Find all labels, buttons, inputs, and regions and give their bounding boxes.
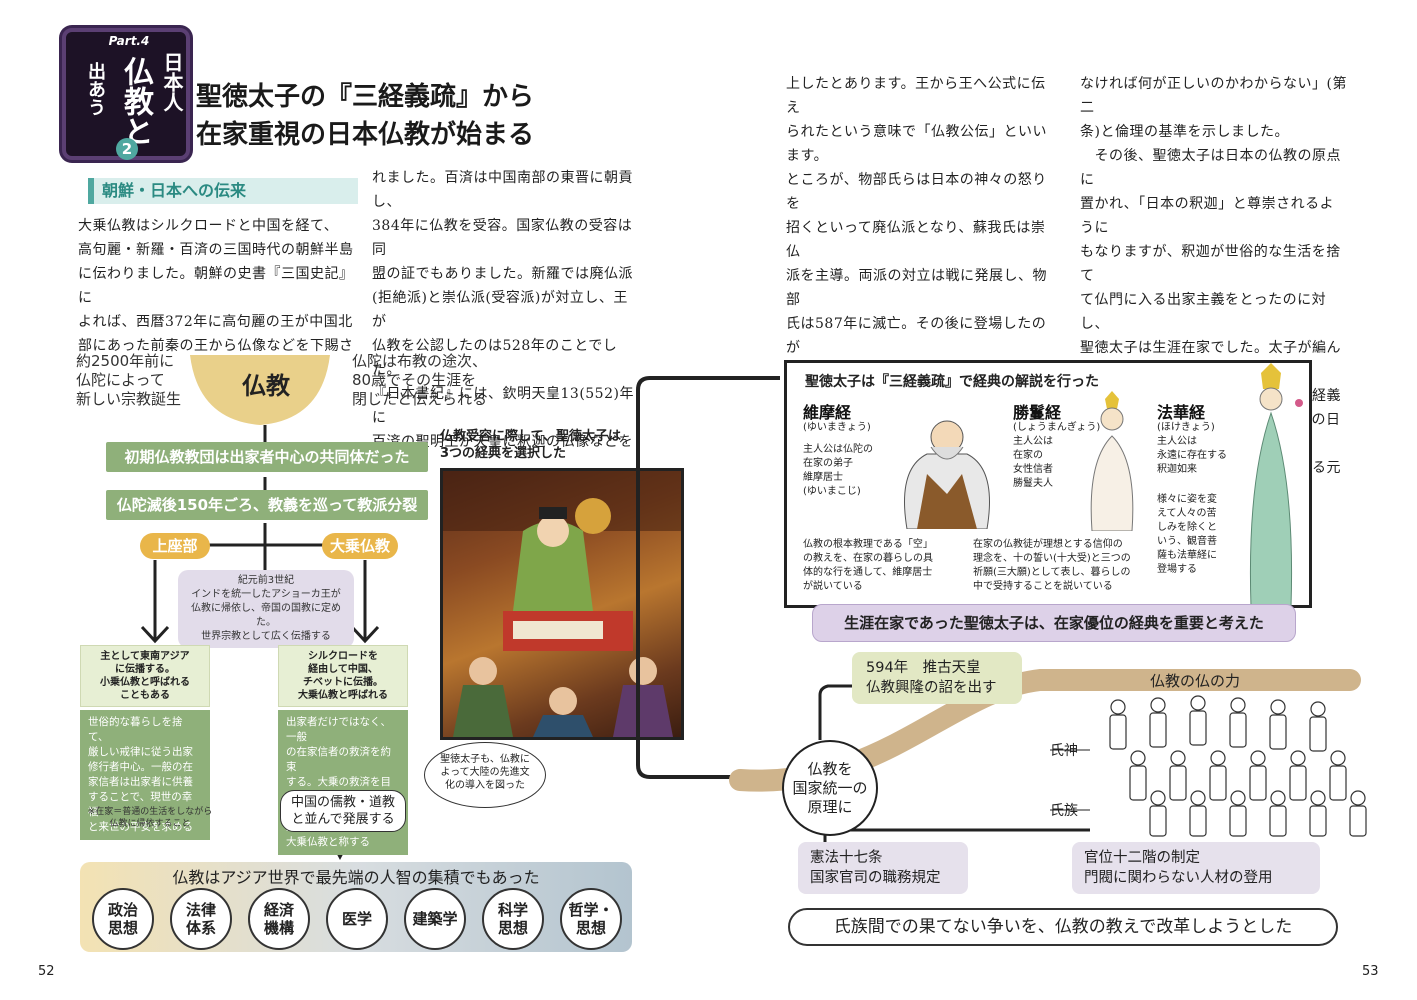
kannon-figure [1249,363,1303,607]
mahayana-description: 出家者だけではなく、一般 の在家信者の救済を約束 する。大乗の救済を目的 とする… [278,710,408,855]
twelve-ranks-box: 官位十二階の制定 門閥に関わらない人材の登用 [1072,842,1320,894]
part-badge: Part.4 日本人 仏教と 出あう 2 [62,28,190,160]
badge-text-2: 仏教と [118,56,153,146]
srimala-figure [1090,391,1134,531]
sutra-hero-vimalakirti: 主人公は仏陀の 在家の弟子 維摩居士 (ゆいまこじ) [803,444,873,497]
buddhism-label: 仏教 [242,371,290,400]
field-circle: 科学 思想 [482,888,544,950]
footnote: ※在家＝普通の生活をしながら 仏教に帰依すること [87,807,213,829]
sutra-desc-lotus: 様々に姿を変 えて人々の苦 しみを除くと いう、観音菩 薩も法華経に 登場する [1157,494,1217,575]
sutras-panel: 聖徳太子は『三経義疏』で経典の解説を行った 維摩経 (ゆいまきょう) 主人公は仏… [784,360,1312,608]
import-culture-bubble: 聖徳太子も、仏教に よって大陸の先進文 化の導入を図った [424,742,546,808]
theravada-pill: 上座部 [140,533,210,559]
fields-row: 政治 思想法律 体系経済 機構医学建築学科学 思想哲学・ 思想 [92,888,622,950]
early-sangha-bar: 初期仏教教団は出家者中心の共同体だった [106,442,428,472]
field-circle: 哲学・ 思想 [560,888,622,950]
buddha-power-label: 仏教の仏の力 [1150,672,1241,690]
sutra-desc-srimala: 在家の仏教徒が理想とする信仰の 理念を、十の誓い(十大受)と三つの 祈願(三大願… [973,539,1131,592]
sutra-name-vimalakirti: 維摩経 [803,403,852,422]
sutra-reading-vimalakirti: (ゆいまきょう) [803,422,871,433]
sutra-hero-srimala: 主人公は 在家の 女性信者 勝鬘夫人 [1013,436,1053,489]
page-title-line2: 在家重視の日本仏教が始まる [196,120,535,150]
page-number-right: 53 [1362,964,1379,979]
origin-note: 約2500年前に 仏陀によって 新しい宗教誕生 [76,352,182,408]
lotus-bowl [190,355,330,425]
clan-figures [1109,695,1367,837]
field-circle: 建築学 [404,888,466,950]
chapter-number: 2 [116,138,138,160]
edict-594-box: 594年 推古天皇 仏教興隆の詔を出す [852,652,1022,704]
sutra-desc-vimalakirti: 仏教の根本教理である「空」 の教えを、在家の暮らしの具 体的な行を通して、維摩居… [803,539,933,592]
clan-god-label: 氏神 [1050,743,1078,759]
body-column-2: れました。百済は中国南部の東晋に朝貢し、 384年に仏教を受容。国家仏教の受容は… [372,170,634,474]
painting-art [443,471,681,737]
buddha-death-note: 仏陀は布教の途次、 80歳でその生涯を 閉じたと伝えられる [352,352,488,408]
badge-text-3: 出あう [85,62,106,116]
body-column-1: 大乗仏教はシルクロードと中国を経て、 高句麗・新羅・百済の三国時代の朝鮮半島 に… [78,218,354,354]
prince-shotoku-painting [440,468,684,740]
sutras-conclusion: 生涯在家であった聖徳太子は、在家優位の経典を重要と考えた [812,604,1296,642]
field-circle: 医学 [326,888,388,950]
sutra-reading-srimala: (しょうまんぎょう) [1013,422,1101,433]
knowledge-banner-text: 仏教はアジア世界で最先端の人智の集積でもあった [172,868,540,887]
field-circle: 経済 機構 [248,888,310,950]
sutra-hero-lotus: 主人公は 永遠に存在する 釈迦如来 [1157,436,1227,475]
theravada-summary: 主として東南アジア に伝播する。 小乗仏教と呼ばれる こともある [80,645,210,707]
vimalakirti-figure [904,420,990,529]
theravada-description: 世俗的な暮らしを捨て、 厳しい戒律に従う出家 修行者中心。一般の在 家信者は出家… [80,710,210,840]
page-number-left: 52 [38,964,55,979]
sutra-name-lotus: 法華経 [1157,403,1206,422]
knowledge-banner: 仏教はアジア世界で最先端の人智の集積でもあった 政治 思想法律 体系経済 機構医… [80,862,632,952]
badge-text-1: 日本人 [160,52,184,112]
mahayana-pill: 大乗仏教 [322,533,398,559]
clan-label: 氏族 [1050,803,1078,819]
reform-conclusion: 氏族間での果てない争いを、仏教の教えで改革しようとした [788,908,1338,946]
mahayana-summary: シルクロードを 経由して中国、 チベットに伝播。 大乗仏教と呼ばれる [278,645,408,707]
field-circle: 政治 思想 [92,888,154,950]
china-development-bubble: 中国の儒教・道教 と並んで発展する [280,790,406,832]
sutra-reading-lotus: (ほけきょう) [1157,422,1215,433]
page-title-line1: 聖徳太子の『三経義疏』から [196,82,535,112]
field-circle: 法律 体系 [170,888,232,950]
unification-principle-circle: 仏教を 国家統一の 原理に [782,740,878,836]
section-heading: 朝鮮・日本への伝来 [88,178,358,204]
schism-bar: 仏陀滅後150年ごろ、教義を巡って教派分裂 [106,490,428,520]
constitution-box: 憲法十七条 国家官司の職務規定 [798,842,968,894]
part-label: Part.4 [108,34,150,48]
sutra-name-srimala: 勝鬘経 [1013,403,1062,422]
asoka-note: 紀元前3世紀 インドを統一したアショーカ王が 仏教に帰依し、帝国の国教に定めた。… [178,570,354,648]
sutras-heading: 聖徳太子は『三経義疏』で経典の解説を行った [805,374,1099,390]
three-sutras-caption: 仏教受容に際して、聖徳太子は 3つの経典を選択した [440,429,621,461]
